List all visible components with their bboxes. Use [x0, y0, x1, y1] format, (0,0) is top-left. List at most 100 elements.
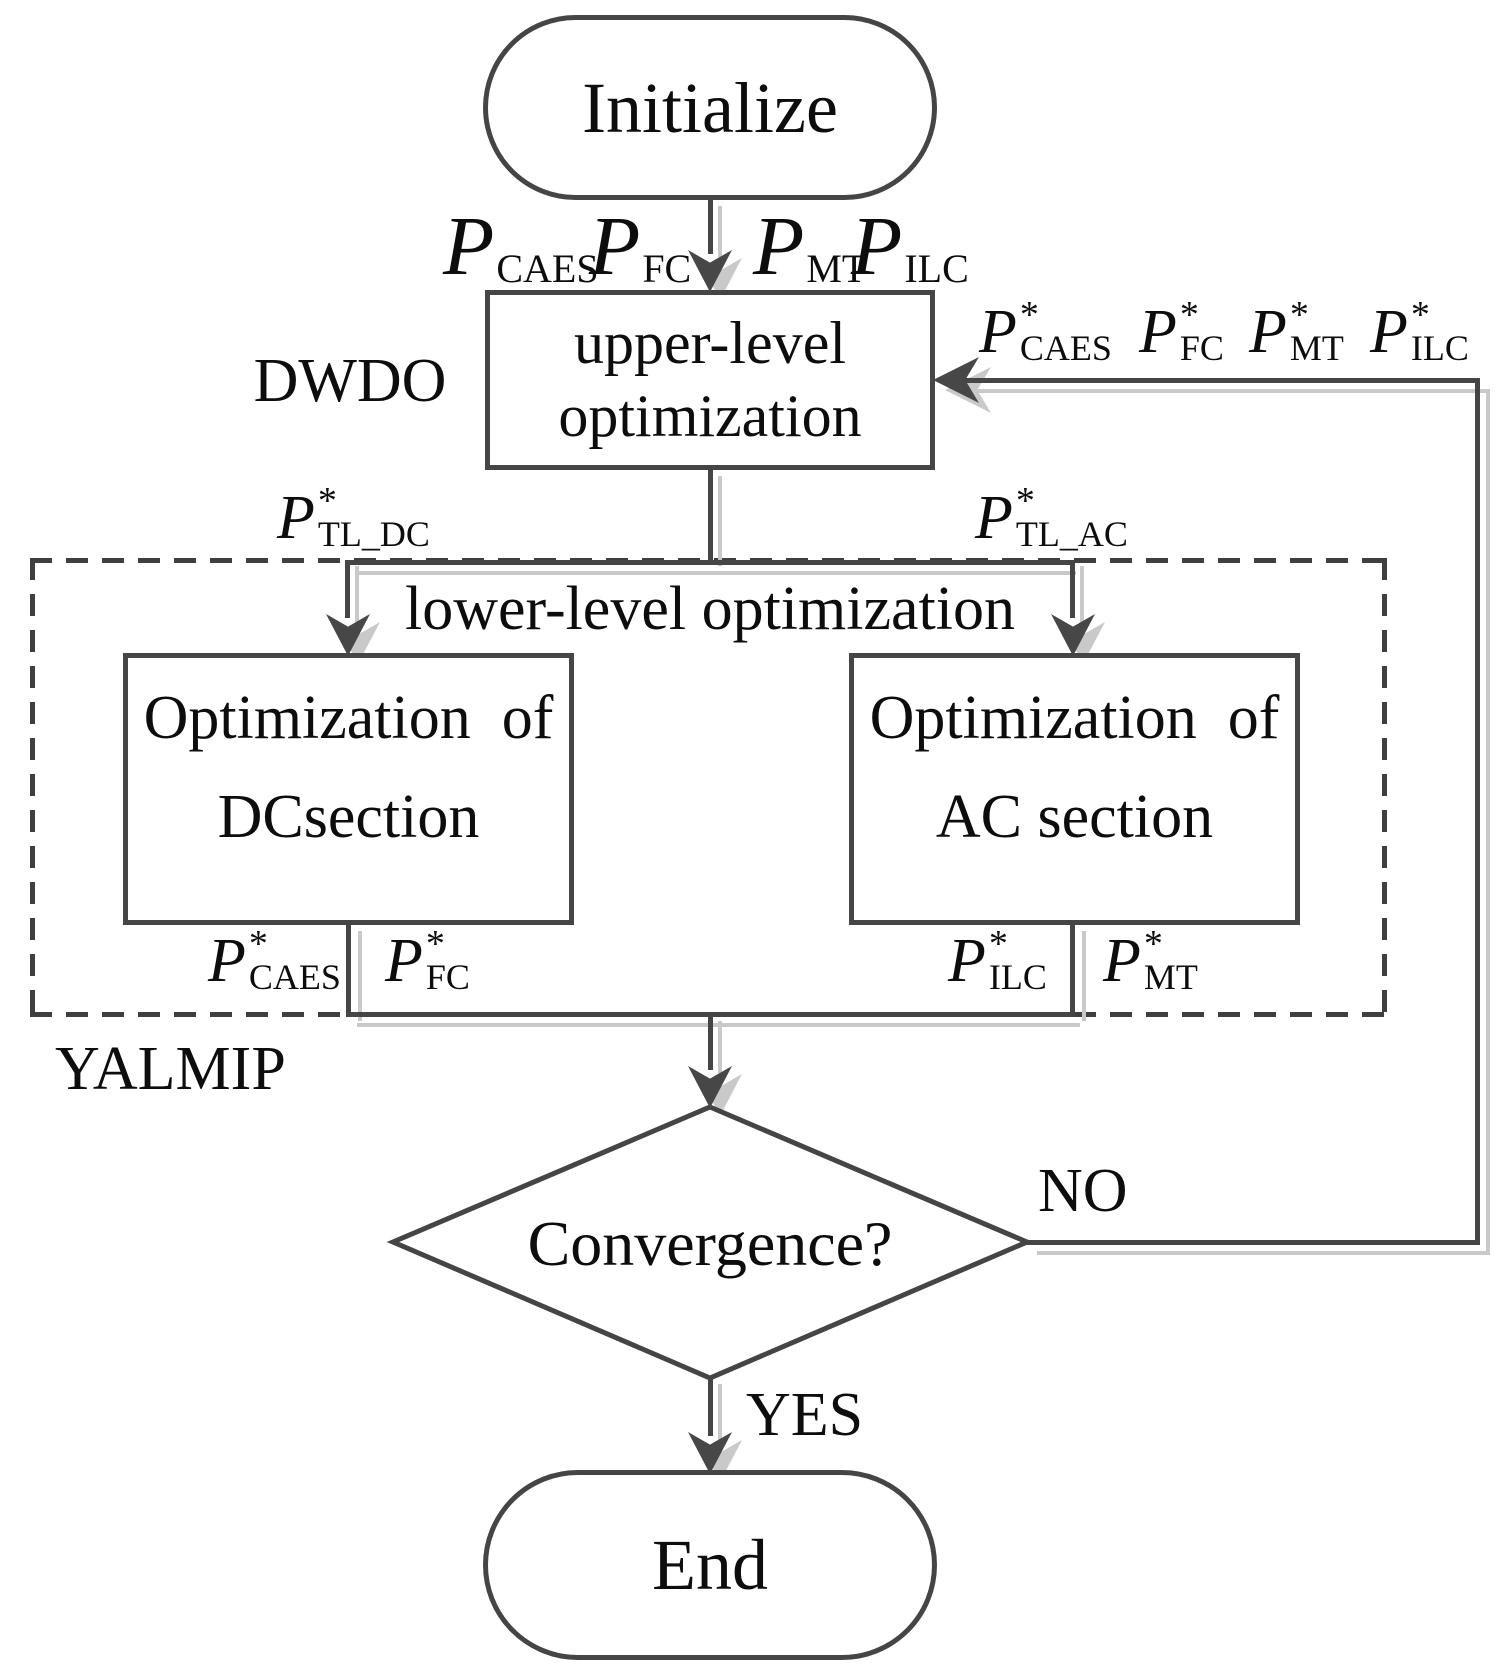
- var-sub: TL_DC: [317, 513, 430, 554]
- section-label-yalmip: YALMIP: [55, 1038, 286, 1100]
- var-base: P: [1249, 298, 1287, 366]
- asterisk: *: [1015, 480, 1035, 522]
- var-base: P: [979, 298, 1017, 366]
- var-sub: ILC: [1410, 327, 1469, 368]
- edge-branch-to-dc: [345, 560, 350, 618]
- edge-label-no: NO: [1038, 1160, 1128, 1222]
- node-upper-text: upper-level optimization: [558, 307, 861, 453]
- var-stack: * TL_DC: [317, 482, 430, 554]
- asterisk: *: [425, 923, 445, 965]
- lower-level-title: lower-level optimization: [360, 578, 1060, 640]
- var-sub: FC: [1179, 327, 1224, 368]
- var-label-pcaes-star-fb: P * CAES: [979, 294, 1112, 368]
- var-label-pilc-star-ac: P * ILC: [948, 923, 1047, 997]
- edge-dc-to-collector: [346, 925, 351, 1017]
- var-label-pfc-star-dc: P * FC: [385, 923, 470, 997]
- asterisk: *: [248, 923, 268, 965]
- edge-decision-to-end: [708, 1378, 713, 1436]
- edge-label-yes: YES: [746, 1384, 863, 1446]
- yalmip-dashed-border-right: [1382, 558, 1387, 1017]
- asterisk: *: [1179, 294, 1199, 336]
- shadow-arrow-init: [718, 206, 722, 260]
- edge-branch-to-ac: [1070, 560, 1075, 618]
- shadow-no-line: [1037, 1251, 1490, 1255]
- var-base: P: [753, 200, 805, 293]
- shadow-drop-dc: [355, 566, 359, 624]
- shadow-yes-line: [718, 1384, 722, 1440]
- var-stack: * CAES: [1019, 294, 1112, 368]
- shadow-feedback-v: [1486, 389, 1490, 1253]
- edge-collector-horizontal: [347, 1012, 1074, 1017]
- var-label-ptl-dc: P * TL_DC: [277, 482, 430, 554]
- var-sub: MT: [1289, 327, 1344, 368]
- node-initialize-label: Initialize: [582, 67, 838, 148]
- asterisk: *: [1143, 923, 1163, 965]
- node-initialize: Initialize: [483, 15, 937, 200]
- var-sub: FC: [642, 246, 692, 291]
- var-sub: MT: [806, 246, 867, 291]
- node-dc-line2: DCsection: [217, 783, 480, 851]
- var-stack: * MT: [1143, 923, 1198, 997]
- node-ac-line1: Optimization of: [869, 683, 1280, 752]
- var-sub: MT: [1143, 956, 1198, 997]
- node-upper-level-optimization: upper-level optimization: [485, 290, 935, 470]
- node-end: End: [483, 1470, 937, 1660]
- shadow-feedback-h: [952, 389, 1488, 393]
- var-sub: CAES: [248, 956, 341, 997]
- node-ac-text: Optimization of AC section: [870, 669, 1280, 867]
- var-base: P: [948, 927, 986, 995]
- asterisk: *: [1410, 294, 1430, 336]
- var-sub: CAES: [496, 246, 599, 291]
- var-label-pfc-in: P FC: [589, 205, 691, 289]
- edge-init-to-upper: [708, 200, 713, 254]
- asterisk: *: [1019, 294, 1039, 336]
- edge-collector-to-decision: [708, 1015, 713, 1070]
- var-label-pmt-in: P MT: [753, 205, 866, 289]
- var-sub: ILC: [904, 246, 969, 291]
- var-label-pfc-star-fb: P * FC: [1139, 294, 1224, 368]
- var-base: P: [589, 200, 641, 293]
- shadow-upper-down: [718, 476, 722, 566]
- edge-feedback-vertical: [1475, 378, 1480, 1245]
- var-stack: * MT: [1289, 296, 1344, 368]
- var-stack: * FC: [1179, 294, 1224, 368]
- var-sub: ILC: [988, 956, 1047, 997]
- var-label-pmt-star-fb: P * MT: [1249, 296, 1344, 368]
- asterisk: *: [988, 923, 1008, 965]
- var-sub: FC: [425, 956, 470, 997]
- node-upper-line2: optimization: [558, 383, 862, 449]
- node-ac-section: Optimization of AC section: [849, 653, 1300, 925]
- shadow-ac-out: [1082, 931, 1086, 1021]
- yes-text: YES: [746, 1381, 864, 1449]
- var-label-pcaes-star-dc: P * CAES: [208, 923, 341, 997]
- var-label-pilc-in: P ILC: [851, 205, 969, 289]
- var-label-ptl-ac: P * TL_AC: [975, 480, 1128, 553]
- shadow-branch-h: [357, 571, 1076, 575]
- var-base: P: [385, 927, 423, 995]
- edge-feedback-horizontal: [940, 378, 1478, 383]
- yalmip-text: YALMIP: [55, 1035, 286, 1103]
- yalmip-dashed-border-left: [30, 558, 35, 1017]
- var-stack: * ILC: [988, 923, 1047, 997]
- decision-text: Convergence?: [527, 1208, 893, 1279]
- no-text: NO: [1038, 1157, 1128, 1225]
- var-stack: * CAES: [248, 923, 341, 997]
- var-base: P: [1139, 298, 1177, 366]
- var-sub: CAES: [1019, 327, 1112, 368]
- node-dc-line1: Optimization of: [143, 683, 554, 752]
- node-upper-line1: upper-level: [574, 309, 846, 376]
- node-decision-label: Convergence?: [435, 1212, 985, 1276]
- node-end-label: End: [652, 1525, 768, 1605]
- var-stack: * FC: [425, 923, 470, 997]
- var-base: P: [208, 927, 246, 995]
- var-label-pilc-star-fb: P * ILC: [1370, 294, 1469, 368]
- var-stack: * TL_AC: [1015, 480, 1128, 553]
- edge-branch-horizontal: [347, 560, 1074, 565]
- var-base: P: [975, 484, 1013, 552]
- shadow-to-decision: [718, 1021, 722, 1074]
- lower-level-title-text: lower-level optimization: [405, 575, 1015, 643]
- var-base: P: [277, 484, 315, 552]
- var-label-pcaes-in: P CAES: [443, 205, 599, 289]
- var-base: P: [851, 200, 903, 293]
- edge-no-horizontal: [1027, 1240, 1480, 1245]
